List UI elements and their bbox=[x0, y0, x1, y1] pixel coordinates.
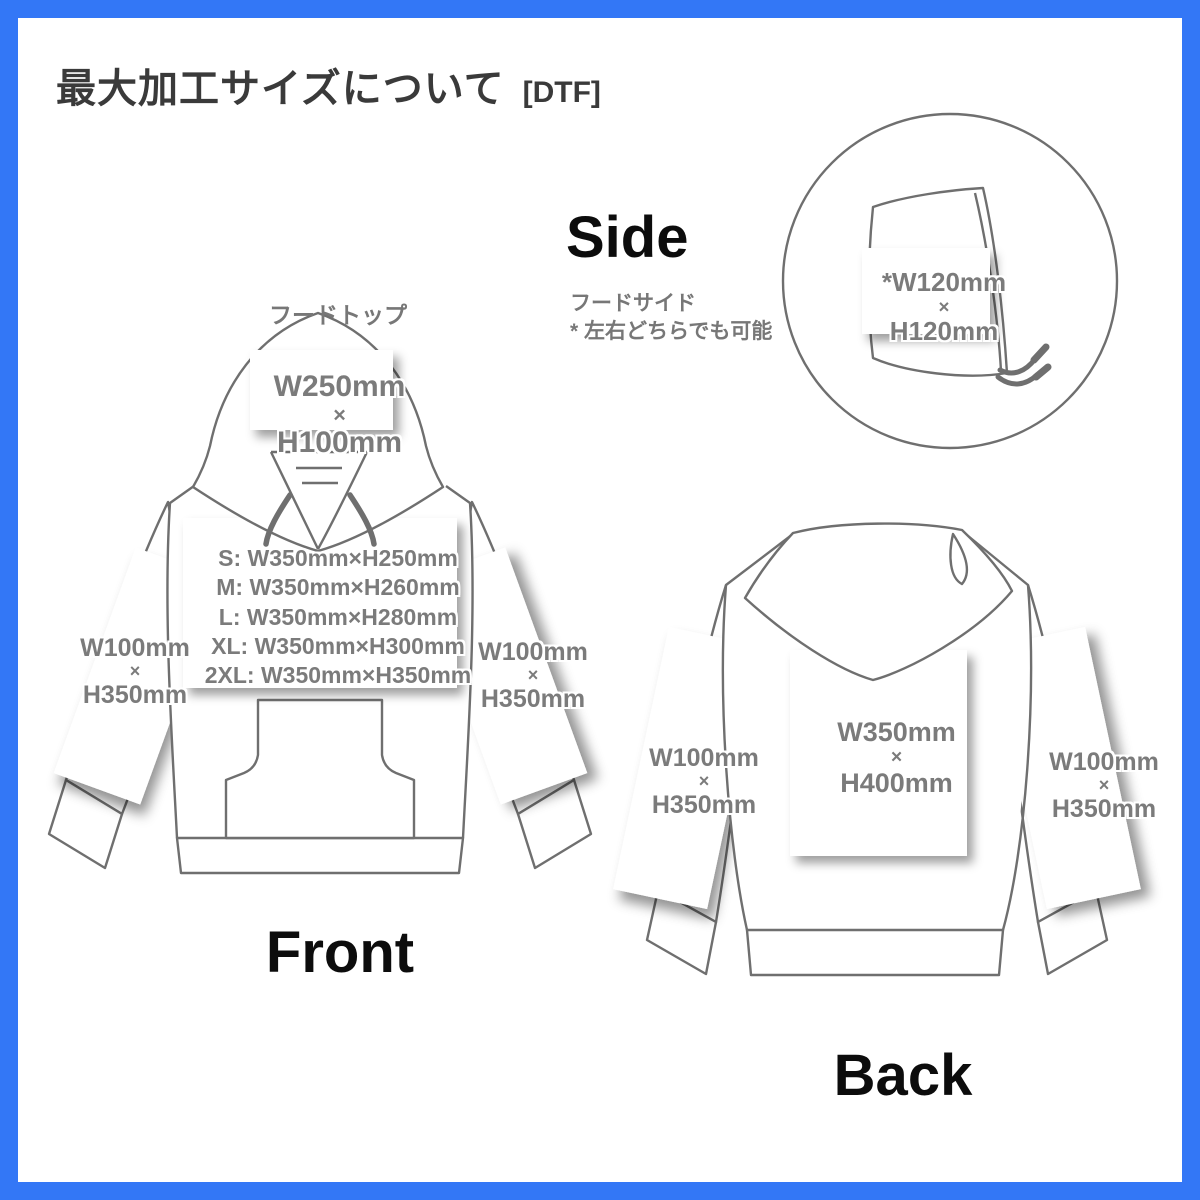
chest-size-l: L: W350mm×H280mm bbox=[218, 603, 458, 630]
back-center-size-label: W350mm × H400mm bbox=[837, 717, 956, 798]
side-hood-size-label: *W120mm × H120mm bbox=[881, 267, 1007, 346]
side-note-1: フードサイド bbox=[570, 292, 696, 315]
back-hoodie-drawing bbox=[613, 522, 1141, 977]
front-hood-size-label: W250mm × H100mm bbox=[273, 370, 406, 460]
front-hem-band bbox=[175, 836, 465, 875]
back-right-sleeve-print-area bbox=[991, 626, 1141, 910]
back-drawstring-loop bbox=[949, 532, 969, 586]
side-drawstrings bbox=[995, 343, 1052, 387]
front-neck-opening bbox=[269, 450, 369, 550]
back-print-box bbox=[790, 650, 967, 856]
side-notes: フードサイド * 左右どちらでも可能 bbox=[570, 290, 772, 345]
back-left-cuff bbox=[645, 888, 718, 976]
front-heading: Front bbox=[265, 920, 415, 985]
back-hem-band bbox=[745, 928, 1005, 977]
back-right-sleeve-size-label: W100mm × H350mm bbox=[1049, 748, 1159, 823]
chest-size-s: S: W350mm×H250mm bbox=[218, 545, 458, 571]
page-title-tag: [DTF] bbox=[522, 76, 601, 109]
back-left-sleeve-size-label: W100mm × H350mm bbox=[649, 744, 759, 819]
side-note-2: * 左右どちらでも可能 bbox=[570, 319, 773, 343]
chest-size-2xl: 2XL: W350mm×H350mm bbox=[204, 662, 472, 689]
back-heading: Back bbox=[833, 1043, 973, 1108]
front-left-cuff bbox=[47, 778, 124, 870]
side-hood-print-box bbox=[862, 248, 990, 334]
side-view-drawing bbox=[781, 112, 1119, 450]
page-title: 最大加工サイズについて [DTF] bbox=[56, 56, 601, 114]
back-right-cuff bbox=[1036, 888, 1109, 976]
front-chest-sizes-label: S: W350mm×H250mm M: W350mm×H260mm L: W35… bbox=[201, 544, 475, 691]
back-hood bbox=[743, 522, 1014, 682]
side-hood-face-line bbox=[973, 192, 1003, 372]
front-hood-print-box bbox=[250, 350, 393, 430]
front-drawstrings bbox=[263, 492, 377, 547]
page-title-text: 最大加工サイズについて bbox=[56, 67, 505, 111]
side-heading: Side bbox=[566, 205, 689, 270]
front-hood-caption: フードトップ bbox=[269, 302, 407, 328]
front-right-sleeve-size-label: W100mm × H350mm bbox=[478, 638, 588, 713]
chest-size-m: M: W350mm×H260mm bbox=[216, 574, 460, 601]
front-right-cuff bbox=[516, 778, 593, 870]
front-pocket bbox=[224, 698, 416, 840]
front-left-sleeve-size-label: W100mm × H350mm bbox=[80, 634, 190, 709]
chest-size-xl: XL: W350mm×H300mm bbox=[211, 632, 465, 659]
hoodie-line-art bbox=[47, 112, 1141, 977]
front-hoodie-drawing bbox=[47, 311, 593, 875]
